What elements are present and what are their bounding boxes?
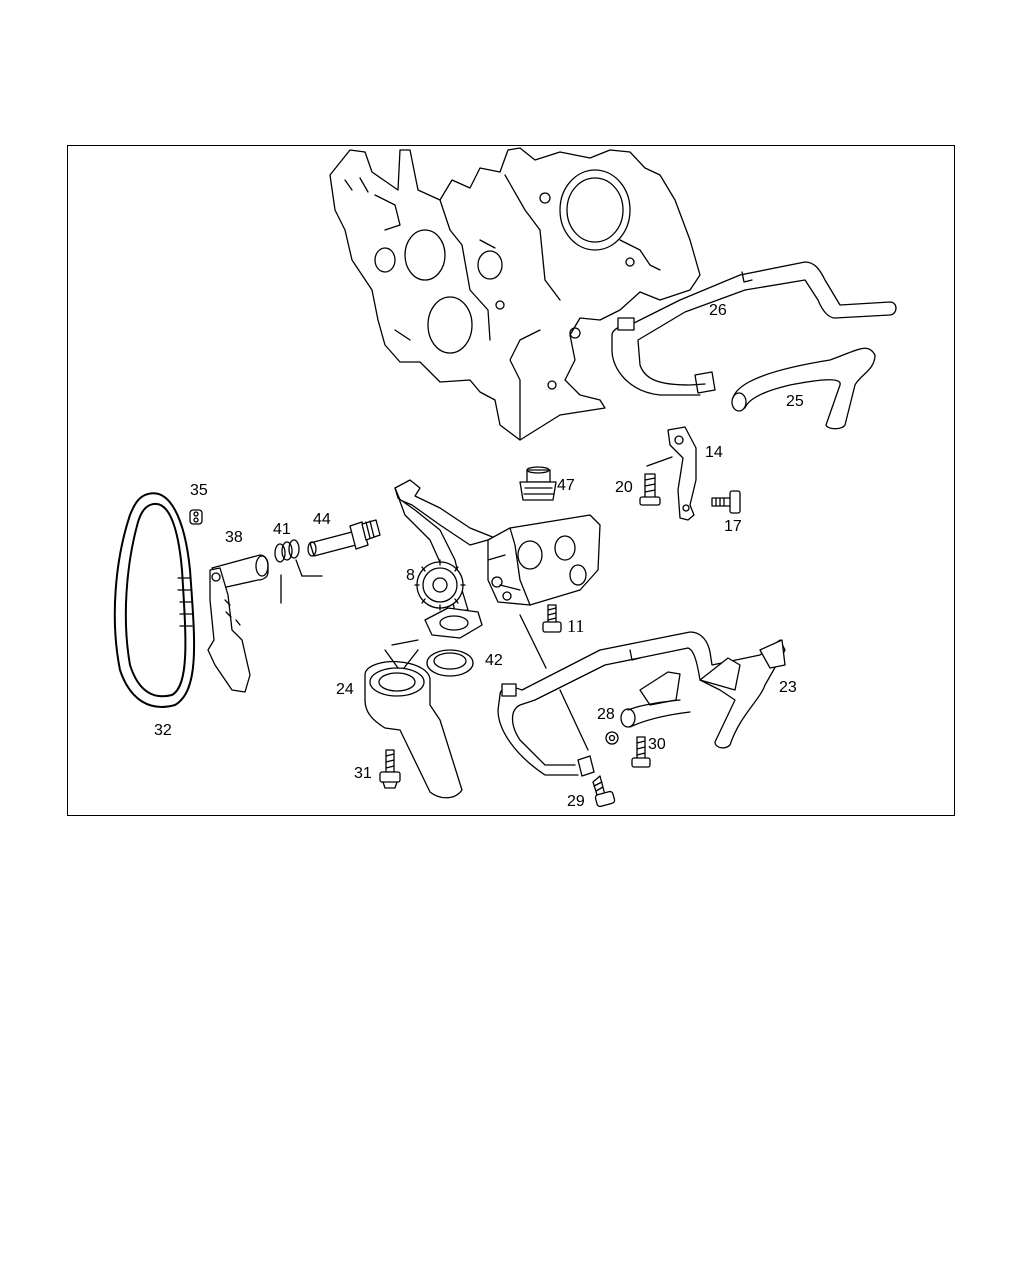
oil-pump-8 xyxy=(394,479,601,639)
callout-28: 28 xyxy=(597,706,615,723)
callout-41: 41 xyxy=(273,521,291,538)
plug-47 xyxy=(519,466,557,501)
callout-44: 44 xyxy=(313,511,331,528)
callout-23: 23 xyxy=(779,679,797,696)
callout-31: 31 xyxy=(354,765,372,782)
callout-24: 24 xyxy=(336,681,354,698)
callout-47: 47 xyxy=(557,477,575,494)
callout-38: 38 xyxy=(225,529,243,546)
tensioner-38 xyxy=(207,554,269,693)
chain-32 xyxy=(113,492,196,708)
callout-26: 26 xyxy=(709,302,727,319)
callout-11: 11 xyxy=(567,616,585,636)
bolt-29 xyxy=(592,775,616,808)
callout-8: 8 xyxy=(406,567,415,584)
oil-tube-26 xyxy=(611,261,897,396)
pin-44 xyxy=(307,519,381,557)
diagram-frame xyxy=(67,145,955,816)
engine-block xyxy=(329,147,701,441)
callout-14: 14 xyxy=(705,444,723,461)
oil-tube-23 xyxy=(497,631,786,777)
spring-41 xyxy=(274,539,323,604)
callout-25: 25 xyxy=(786,393,804,410)
callout-30: 30 xyxy=(648,736,666,753)
callout-29: 29 xyxy=(567,793,585,810)
strainer-24 xyxy=(364,639,463,799)
callout-20: 20 xyxy=(615,479,633,496)
hose-25 xyxy=(731,347,876,430)
callout-42: 42 xyxy=(485,652,503,669)
bolt-20 xyxy=(639,473,661,506)
bolt-17 xyxy=(711,490,741,514)
washer-28 xyxy=(605,731,619,745)
chain-link-35 xyxy=(189,509,203,525)
bolt-11 xyxy=(519,604,562,669)
callout-35: 35 xyxy=(190,482,208,499)
seal-42 xyxy=(426,649,474,677)
bolt-30 xyxy=(631,736,651,768)
callout-32: 32 xyxy=(154,722,172,739)
bolt-31 xyxy=(379,749,401,789)
bracket-14 xyxy=(646,426,697,521)
callout-17: 17 xyxy=(724,518,742,535)
